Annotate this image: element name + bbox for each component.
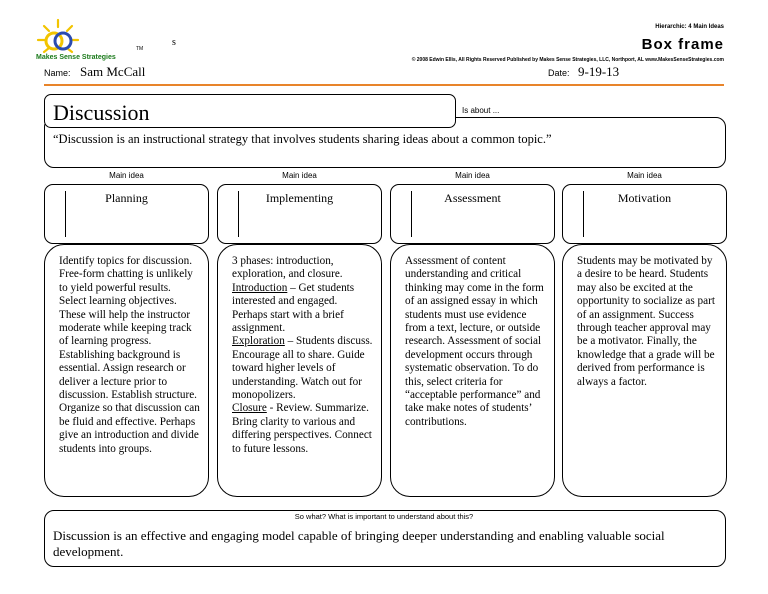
details-box-implementing[interactable]: 3 phases: introduction, exploration, and…: [217, 244, 382, 497]
detail-text: Identify topics for discussion. Free-for…: [59, 255, 200, 455]
header-divider: [44, 84, 724, 86]
details-text: 3 phases: introduction, exploration, and…: [232, 255, 373, 456]
is-about-text: “Discussion is an instructional strategy…: [53, 132, 552, 146]
details-box-planning[interactable]: Identify topics for discussion. Free-for…: [44, 244, 209, 497]
so-what-box[interactable]: Discussion is an effective and engaging …: [44, 510, 726, 567]
main-idea-label: Main idea: [627, 171, 662, 180]
detail-text: – Get students interested and engaged. P…: [232, 281, 355, 335]
s-mark: s: [172, 37, 176, 48]
so-what-text: Discussion is an effective and engaging …: [53, 528, 665, 559]
main-idea-box-assessment[interactable]: Assessment: [390, 184, 555, 244]
main-idea-box-motivation[interactable]: Motivation: [562, 184, 727, 244]
makes-sense-logo-icon: [36, 18, 80, 54]
is-about-label: Is about ...: [462, 106, 500, 115]
name-value[interactable]: Sam McCall: [80, 64, 146, 79]
main-idea-label: Main idea: [455, 171, 490, 180]
detail-text: - Review. Summarize. Bring clarity to va…: [232, 402, 372, 455]
detail-term: Introduction: [232, 281, 288, 294]
copyright-line: © 2008 Edwin Ellis, All Rights Reserved …: [411, 57, 724, 63]
name-label: Name:: [44, 68, 71, 78]
date-value[interactable]: 9-19-13: [578, 64, 620, 79]
detail-text: 3 phases: introduction, exploration, and…: [232, 255, 343, 281]
details-box-assessment[interactable]: Assessment of content understanding and …: [390, 244, 555, 497]
date-label: Date:: [548, 68, 570, 78]
so-what-label: So what? What is important to understand…: [294, 512, 474, 521]
main-idea-box-planning[interactable]: Planning: [44, 184, 209, 244]
detail-text: Assessment of content understanding and …: [405, 255, 544, 428]
logo-text: Makes Sense Strategies: [36, 54, 116, 61]
divider: [65, 191, 66, 237]
main-idea-title: Motivation: [617, 191, 672, 205]
topic-title: Discussion: [53, 100, 150, 125]
details-text: Assessment of content understanding and …: [405, 255, 546, 429]
main-idea-title: Implementing: [265, 191, 334, 205]
main-idea-title: Assessment: [444, 191, 501, 205]
trademark-mark: TM: [136, 46, 144, 52]
main-idea-title: Planning: [105, 191, 148, 205]
frame-title: Box frame: [641, 36, 724, 53]
hierarchy-label: Hierarchic: 4 Main Ideas: [655, 24, 724, 30]
detail-term: Exploration: [232, 335, 285, 348]
details-text: Students may be motivated by a desire to…: [577, 255, 718, 389]
detail-text: – Students discuss. Encourage all to sha…: [232, 335, 373, 402]
topic-box[interactable]: Discussion: [44, 94, 456, 128]
main-idea-label: Main idea: [109, 171, 144, 180]
divider: [411, 191, 412, 237]
details-box-motivation[interactable]: Students may be motivated by a desire to…: [562, 244, 727, 497]
main-idea-box-implementing[interactable]: Implementing: [217, 184, 382, 244]
detail-text: Students may be motivated by a desire to…: [577, 255, 715, 388]
divider: [238, 191, 239, 237]
divider: [583, 191, 584, 237]
details-text: Identify topics for discussion. Free-for…: [59, 255, 200, 456]
detail-term: Closure: [232, 402, 267, 415]
main-idea-label: Main idea: [282, 171, 317, 180]
